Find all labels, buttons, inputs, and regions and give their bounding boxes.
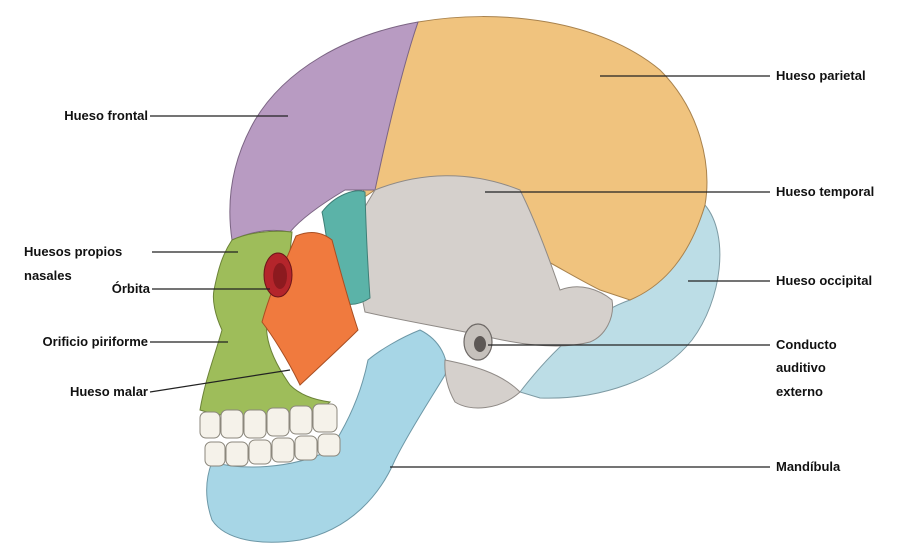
mastoid — [445, 360, 520, 408]
label-externo: externo — [776, 380, 823, 404]
label-auditivo: auditivo — [776, 356, 826, 380]
orbit-inner — [273, 263, 287, 289]
label-hueso-frontal: Hueso frontal — [30, 104, 148, 128]
label-hueso-malar: Hueso malar — [30, 380, 148, 404]
label-nasales: nasales — [24, 264, 72, 288]
ear-canal-hole — [474, 336, 486, 352]
label-mandibula: Mandíbula — [776, 455, 840, 479]
label-hueso-occipital: Hueso occipital — [776, 269, 872, 293]
label-hueso-parietal: Hueso parietal — [776, 64, 866, 88]
label-orificio-piriforme: Orificio piriforme — [4, 330, 148, 354]
label-orbita: Órbita — [70, 277, 150, 301]
label-conducto: Conducto — [776, 333, 837, 357]
label-huesos-propios: Huesos propios — [24, 240, 122, 264]
label-hueso-temporal: Hueso temporal — [776, 180, 874, 204]
